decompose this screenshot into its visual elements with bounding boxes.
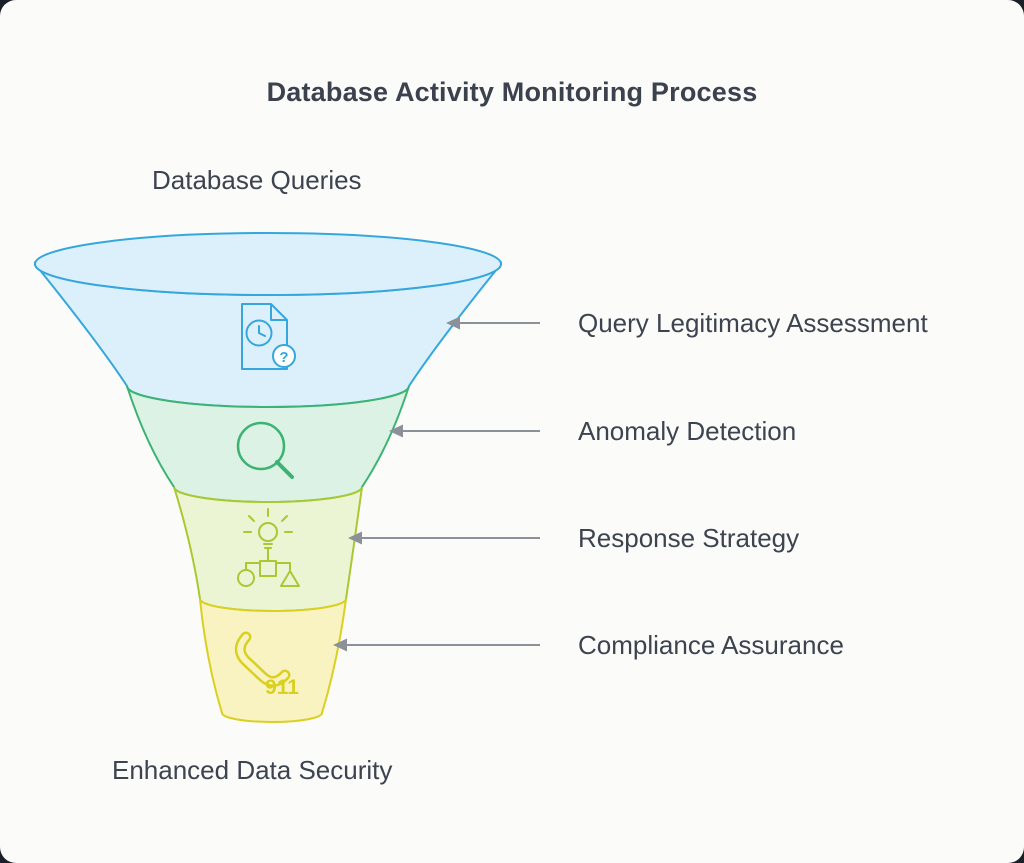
funnel-stage-4-shape (199, 598, 347, 723)
diagram-title: Database Activity Monitoring Process (266, 77, 758, 107)
arrow-anomaly-detection (389, 424, 540, 438)
arrow-compliance-assurance (333, 638, 540, 652)
question-glyph: ? (279, 349, 288, 366)
funnel-output-label: Enhanced Data Security (112, 755, 393, 785)
document-clock-question-icon: ? (241, 303, 296, 370)
arrow-response-strategy (348, 531, 540, 545)
emergency-number-glyph: 911 (265, 676, 299, 699)
stage-label-response-strategy: Response Strategy (578, 523, 800, 553)
phone-911-icon: 911 (234, 631, 299, 699)
stage-label-query-legitimacy-assessment: Query Legitimacy Assessment (578, 308, 928, 338)
magnifier-icon (236, 421, 294, 479)
arrow-query-legitimacy (446, 316, 540, 330)
funnel-top-opening (34, 232, 502, 296)
stage-label-anomaly-detection: Anomaly Detection (578, 416, 797, 446)
stage-label-compliance-assurance: Compliance Assurance (578, 630, 844, 660)
funnel-input-label: Database Queries (152, 165, 362, 195)
connector-arrows (333, 316, 540, 652)
lightbulb-flowchart-icon (237, 508, 300, 587)
